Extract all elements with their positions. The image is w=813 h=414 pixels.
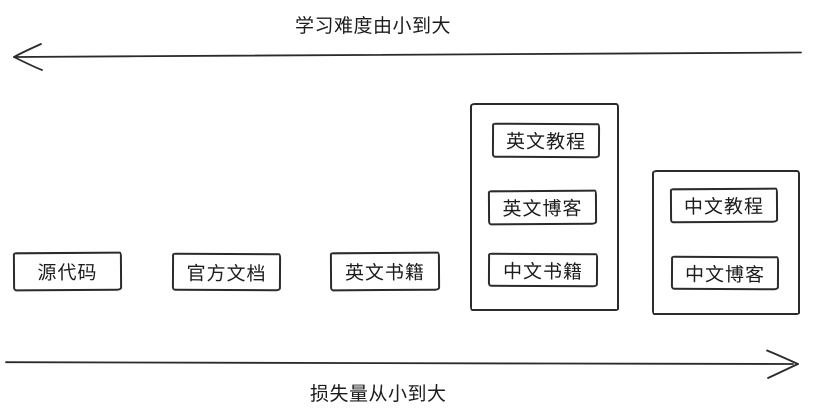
node-source-code: 源代码	[12, 251, 123, 292]
node-chinese-blogs: 中文博客	[670, 255, 780, 291]
difficulty-axis-arrow	[13, 43, 802, 71]
node-english-tutorials: 英文教程	[491, 122, 601, 159]
top-axis-label: 学习难度由小到大	[295, 16, 452, 37]
node-english-blogs: 英文博客	[487, 189, 598, 226]
group-mid-difficulty: 英文教程 英文博客 中文书籍	[470, 103, 619, 311]
node-official-docs: 官方文档	[171, 252, 282, 292]
left-arrowhead-icon	[13, 43, 43, 71]
node-english-books: 英文书籍	[329, 251, 441, 292]
right-arrowhead-icon	[766, 349, 799, 379]
node-chinese-tutorials: 中文教程	[669, 187, 779, 224]
bottom-axis-label: 损失量从小到大	[310, 384, 447, 405]
group-low-difficulty: 中文教程 中文博客	[652, 170, 800, 315]
node-chinese-books: 中文书籍	[487, 252, 599, 288]
loss-axis-arrow	[5, 349, 799, 379]
